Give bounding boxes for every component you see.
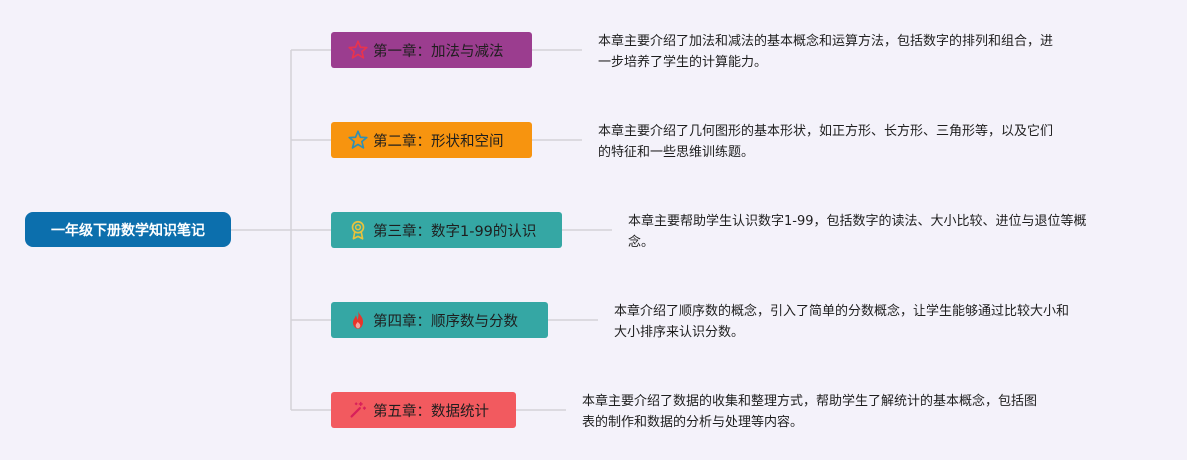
description-line: 一步培养了学生的计算能力。: [598, 55, 768, 70]
description-line: 表的制作和数据的分析与处理等内容。: [582, 415, 804, 430]
description-line: 本章介绍了顺序数的概念，引入了简单的分数概念，让学生能够通过比较大小和: [614, 304, 1070, 319]
root-topic[interactable]: 一年级下册数学知识笔记: [25, 212, 231, 247]
star-outline-icon: [347, 129, 369, 151]
chapter-4-description: 本章介绍了顺序数的概念，引入了简单的分数概念，让学生能够通过比较大小和 大小排序…: [614, 301, 1069, 343]
description-line: 本章主要介绍了加法和减法的基本概念和运算方法，包括数字的排列和组合，进: [598, 34, 1054, 49]
description-line: 本章主要介绍了几何图形的基本形状，如正方形、长方形、三角形等，以及它们: [598, 124, 1054, 139]
chapter-4-node[interactable]: 第四章：顺序数与分数: [331, 302, 548, 338]
chapter-3-description: 本章主要帮助学生认识数字1-99，包括数字的读法、大小比较、进位与退位等概 念。: [628, 211, 1087, 253]
magic-wand-icon: [347, 399, 369, 421]
description-line: 本章主要介绍了数据的收集和整理方式，帮助学生了解统计的基本概念，包括图: [582, 394, 1038, 409]
root-topic-label: 一年级下册数学知识笔记: [51, 222, 205, 239]
star-outline-icon: [347, 39, 369, 61]
chapter-1-description: 本章主要介绍了加法和减法的基本概念和运算方法，包括数字的排列和组合，进 一步培养…: [598, 31, 1053, 73]
description-line: 念。: [628, 235, 655, 250]
description-line: 本章主要帮助学生认识数字1-99，包括数字的读法、大小比较、进位与退位等概: [628, 214, 1087, 229]
description-line: 的特征和一些思维训练题。: [598, 145, 755, 160]
chapter-5-description: 本章主要介绍了数据的收集和整理方式，帮助学生了解统计的基本概念，包括图 表的制作…: [582, 391, 1037, 433]
chapter-1-label: 第一章：加法与减法: [373, 43, 504, 60]
chapter-4-label: 第四章：顺序数与分数: [373, 313, 518, 330]
chapter-2-description: 本章主要介绍了几何图形的基本形状，如正方形、长方形、三角形等，以及它们 的特征和…: [598, 121, 1053, 163]
chapter-5-label: 第五章：数据统计: [373, 403, 489, 420]
chapter-3-node[interactable]: 第三章：数字1-99的认识: [331, 212, 562, 248]
chapter-2-label: 第二章：形状和空间: [373, 133, 504, 150]
description-line: 大小排序来认识分数。: [614, 325, 745, 340]
chapter-1-node[interactable]: 第一章：加法与减法: [331, 32, 532, 68]
flame-icon: [347, 309, 369, 331]
chapter-3-label: 第三章：数字1-99的认识: [373, 223, 537, 240]
chapter-5-node[interactable]: 第五章：数据统计: [331, 392, 516, 428]
award-medal-icon: [347, 219, 369, 241]
chapter-2-node[interactable]: 第二章：形状和空间: [331, 122, 532, 158]
